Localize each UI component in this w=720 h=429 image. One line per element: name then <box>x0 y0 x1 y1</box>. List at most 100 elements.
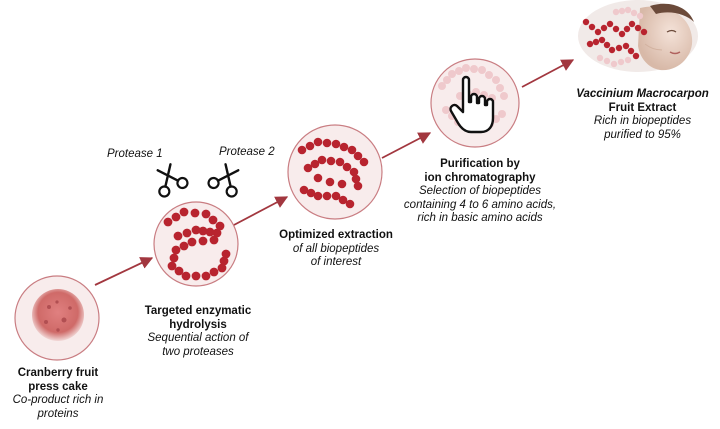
peptide-bead <box>594 28 602 36</box>
step4-title-line1: Purification by <box>440 158 520 170</box>
peptide-bead <box>498 110 506 118</box>
step2-desc-line2: two proteases <box>162 345 234 358</box>
peptide-bead <box>191 271 201 281</box>
peptide-bead <box>215 221 225 231</box>
arrow-4 <box>521 59 575 88</box>
scissors-icon <box>207 163 240 198</box>
peptide-bead <box>634 24 642 32</box>
peptide-bead <box>600 24 608 32</box>
face-image <box>638 6 693 71</box>
peptide-bead <box>322 138 332 148</box>
peptide-bead <box>438 82 446 90</box>
peptide-bead <box>496 84 504 92</box>
peptide-bead <box>303 163 313 173</box>
peptide-bead <box>190 208 200 218</box>
peptide-bead <box>582 18 590 26</box>
peptide-bead <box>201 209 211 219</box>
arrow-1 <box>94 257 154 286</box>
peptide-bead <box>219 256 229 266</box>
peptide-bead <box>618 30 626 38</box>
peptide-bead <box>603 57 611 65</box>
peptide-bead <box>627 47 635 55</box>
peptide-bead <box>221 249 231 259</box>
pointing-hand-icon <box>449 75 495 134</box>
peptide-bead <box>462 64 470 72</box>
peptide-bead <box>171 245 181 255</box>
peptide-bead <box>171 212 181 222</box>
step5-label: Vaccinium Macrocarpon Fruit Extract Rich… <box>565 88 720 142</box>
peptide-bead <box>470 65 478 73</box>
step2-label: Targeted enzymatic hydrolysis Sequential… <box>128 305 268 359</box>
peptide-bead <box>351 174 361 184</box>
step3-title-line1: Optimized extraction <box>279 229 393 241</box>
peptide-bead <box>359 157 369 167</box>
peptide-bead <box>198 236 208 246</box>
peptide-bead <box>628 20 636 28</box>
peptide-bead <box>588 23 596 31</box>
peptide-bead <box>624 56 632 64</box>
hydrolysis-peptide-beads <box>163 207 231 281</box>
peptide-bead <box>181 271 191 281</box>
peptide-bead <box>187 237 197 247</box>
step2-title-line2: hydrolysis <box>169 318 227 331</box>
step4-title-line2: ion chromatography <box>424 171 536 184</box>
peptide-bead <box>205 227 215 237</box>
scissors-icon <box>156 163 189 198</box>
peptide-bead <box>299 185 309 195</box>
peptide-bead <box>592 38 600 46</box>
peptide-bead <box>608 46 616 54</box>
step1-desc-line2: proteins <box>37 407 79 420</box>
peptide-bead <box>331 139 341 149</box>
peptide-bead <box>339 142 349 152</box>
peptide-bead <box>163 217 173 227</box>
peptide-bead <box>167 261 177 271</box>
peptide-bead <box>443 76 451 84</box>
step3-label: Optimized extraction of all biopeptides … <box>266 229 406 270</box>
peptide-bead <box>349 167 359 177</box>
peptide-bead <box>617 58 625 66</box>
peptide-bead <box>353 151 363 161</box>
peptide-bead <box>492 76 500 84</box>
peptide-bead <box>174 266 184 276</box>
peptide-bead <box>209 235 219 245</box>
peptide-bead <box>217 263 227 273</box>
peptide-bead <box>335 157 345 167</box>
step4-desc-line3: rich in basic amino acids <box>417 212 543 224</box>
peptide-bead <box>345 199 355 209</box>
peptide-bead <box>173 231 183 241</box>
peptide-bead <box>325 177 335 187</box>
peptide-bead <box>169 253 179 263</box>
peptide-bead <box>179 241 189 251</box>
step4-desc-line1: Selection of biopeptides <box>418 185 542 197</box>
step3-circle <box>287 124 383 220</box>
peptide-bead <box>442 106 450 114</box>
step3-desc-line2: of interest <box>310 256 362 268</box>
peptide-bead <box>485 71 493 79</box>
step1-title-line2: press cake <box>28 380 88 393</box>
peptide-bead <box>331 191 341 201</box>
peptide-bead <box>310 159 320 169</box>
peptide-bead <box>612 8 620 16</box>
peptide-bead <box>586 40 594 48</box>
peptide-bead <box>610 60 618 68</box>
arrow-2 <box>231 196 289 227</box>
step1-label: Cranberry fruit press cake Co-product ri… <box>0 367 116 421</box>
peptide-bead <box>201 271 211 281</box>
peptide-bead <box>500 92 508 100</box>
peptide-bead <box>455 67 463 75</box>
peptide-bead <box>630 9 638 17</box>
arrow-3 <box>381 132 432 159</box>
extraction-peptide-beads <box>297 137 369 209</box>
peptide-bead <box>596 54 604 62</box>
step5-title-line2: Fruit Extract <box>608 101 677 114</box>
protease-1-label: Protease 1 <box>107 148 163 160</box>
step5-desc-line1: Rich in biopeptides <box>593 115 692 127</box>
peptide-bead <box>636 12 644 20</box>
peptide-bead <box>179 207 189 217</box>
peptide-bead <box>640 28 648 36</box>
peptide-bead <box>337 179 347 189</box>
peptide-bead <box>347 145 357 155</box>
step5-desc-line2: purified to 95% <box>604 128 681 141</box>
extract-molecule-beads <box>582 6 648 68</box>
